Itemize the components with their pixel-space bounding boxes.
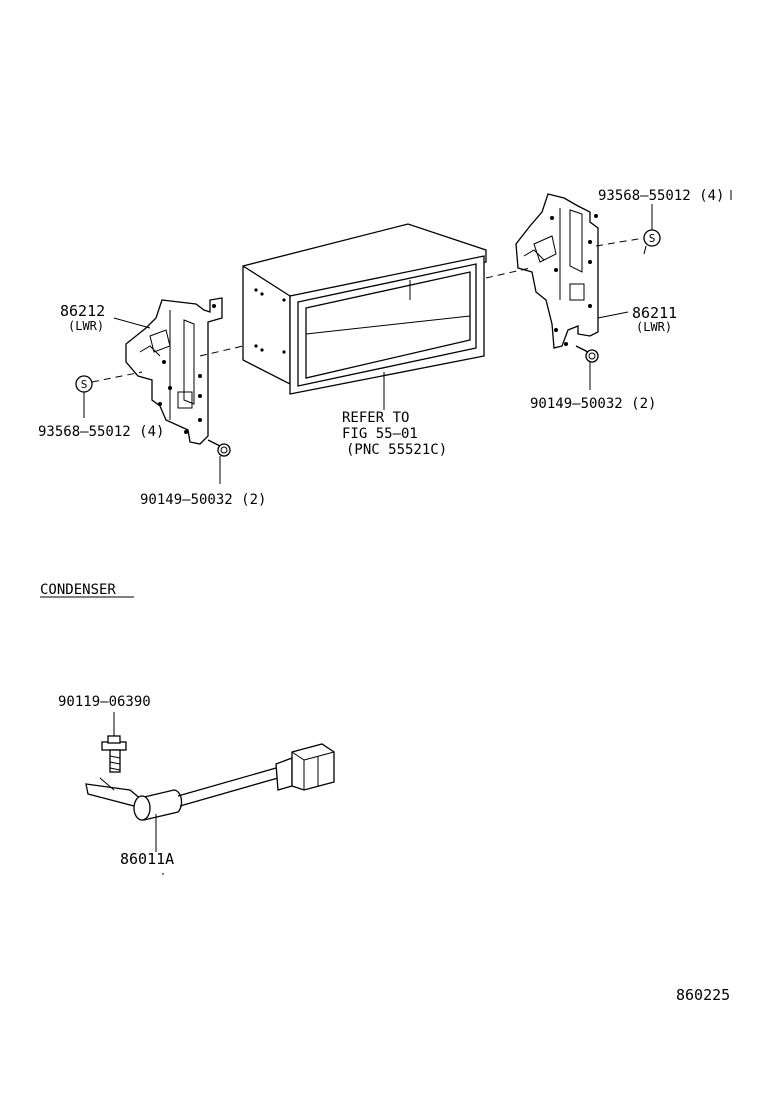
label-condenser-bolt: 90119–06390 bbox=[58, 694, 151, 710]
diagram-id: 860225 bbox=[676, 986, 730, 1004]
label-right-washer: 93568–55012 (4) bbox=[598, 188, 724, 204]
label-left-bracket: 86212 bbox=[60, 302, 105, 320]
label-left-washer: 93568–55012 (4) bbox=[38, 424, 164, 440]
label-refer-line2: FIG 55–01 bbox=[342, 426, 418, 442]
left-bracket bbox=[125, 297, 223, 445]
left-screw bbox=[207, 439, 231, 484]
right-screw bbox=[575, 345, 599, 390]
right-align-dash-lower bbox=[485, 267, 531, 279]
label-condenser-part: 86011A bbox=[120, 850, 174, 868]
right-washer: S bbox=[643, 204, 661, 255]
condenser-assembly bbox=[85, 712, 335, 875]
left-washer: S bbox=[75, 375, 93, 418]
center-pocket-box bbox=[242, 223, 487, 410]
label-refer-line1: REFER TO bbox=[342, 410, 409, 426]
label-right-bracket: 86211 bbox=[632, 304, 677, 322]
left-washer-symbol: S bbox=[81, 378, 88, 391]
right-bracket-leader bbox=[597, 311, 629, 319]
left-bracket-leader bbox=[113, 317, 151, 329]
label-left-bracket-sub: (LWR) bbox=[68, 319, 104, 333]
right-align-dash-upper bbox=[595, 237, 645, 247]
right-bracket bbox=[515, 193, 599, 349]
right-washer-symbol: S bbox=[649, 232, 656, 245]
left-align-dash-upper bbox=[199, 345, 244, 357]
label-refer-line3: (PNC 55521C) bbox=[346, 442, 447, 458]
section-title-condenser: CONDENSER bbox=[40, 582, 116, 598]
label-right-bracket-sub: (LWR) bbox=[636, 320, 672, 334]
left-align-dash-lower bbox=[91, 371, 143, 383]
label-left-screw: 90149–50032 (2) bbox=[140, 492, 266, 508]
label-right-screw: 90149–50032 (2) bbox=[530, 396, 656, 412]
